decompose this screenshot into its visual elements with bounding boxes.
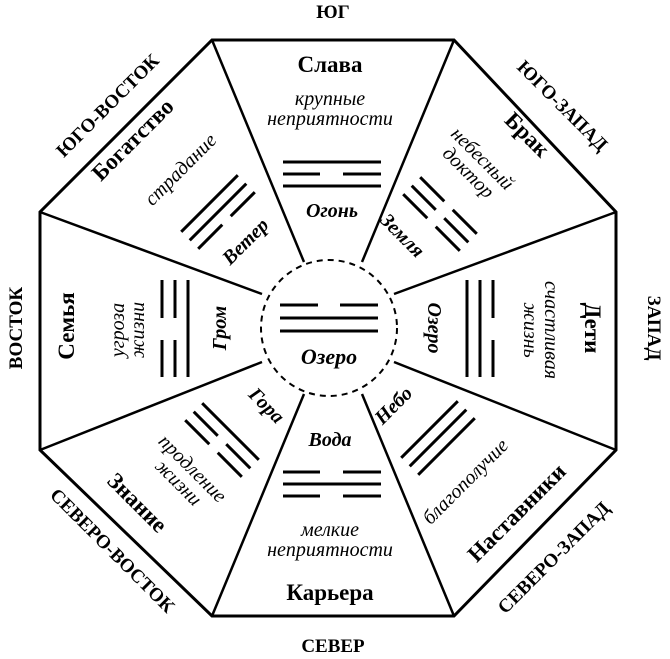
direction-north-east: СЕВЕРО-ВОСТОК [46,485,179,618]
sector-north-trigram [283,470,381,498]
sector-west-meaning-2: жизнь [519,302,541,357]
center-circle [260,259,398,397]
sector-south-west-element: Земля [375,209,429,263]
direction-east: ВОСТОК [6,287,27,370]
sector-north-west-trigram [400,400,476,476]
sector-north-west-element: Небо [370,382,417,429]
sector-north-west: Наставники благополучие Небо [370,382,571,566]
sector-south-meaning-2: неприятности [267,108,393,130]
sector-dividers [39,39,617,617]
sector-north-east-element: Гора [243,383,288,428]
sector-south-area: Слава [298,52,363,77]
sector-south-west-area: Брак [500,107,556,163]
sector-south-east-meaning-1: страдание [140,129,221,210]
sector-east-trigram [160,280,190,377]
sector-north-east-trigram [184,402,260,478]
sector-east-element: Гром [209,305,231,351]
sector-south-east-trigram [180,174,256,250]
sector-south: Слава крупные неприятности Огонь [267,52,393,222]
sector-north-element: Вода [308,429,352,451]
sector-south-element: Огонь [306,200,358,222]
sector-east-meaning-2: жизни [127,302,149,358]
sector-west-trigram [465,280,495,377]
sector-south-east-element: Ветер [217,214,273,270]
sector-south-trigram [283,160,381,188]
direction-north: СЕВЕР [301,636,365,657]
sector-north-meaning-1: мелкие [300,519,359,541]
center-trigram [280,303,378,333]
sector-west-area: Дети [580,303,605,354]
sector-north-area: Карьера [286,580,374,605]
center-element-label: Озеро [301,344,357,369]
sector-north-meaning-2: неприятности [267,539,393,561]
sector-east-area: Семья [54,292,79,359]
sector-east-meaning-1: угроза [107,303,129,359]
sector-west: Дети счастливая жизнь Озеро [423,280,605,379]
sector-east: Семья угроза жизни Гром [54,280,231,377]
sector-west-meaning-1: счастливая [540,281,562,379]
sector-west-element: Озеро [423,302,445,353]
sector-south-meaning-1: крупные [295,88,365,110]
sector-south-west-trigram [402,176,478,252]
direction-west: ЗАПАД [643,296,664,361]
sector-south-west: Брак небесный доктор Земля [375,107,555,262]
sector-north-east: Знание продление жизни Гора [102,383,288,538]
sector-north: Вода мелкие неприятности Карьера [267,429,393,605]
direction-south: ЮГ [316,2,349,23]
